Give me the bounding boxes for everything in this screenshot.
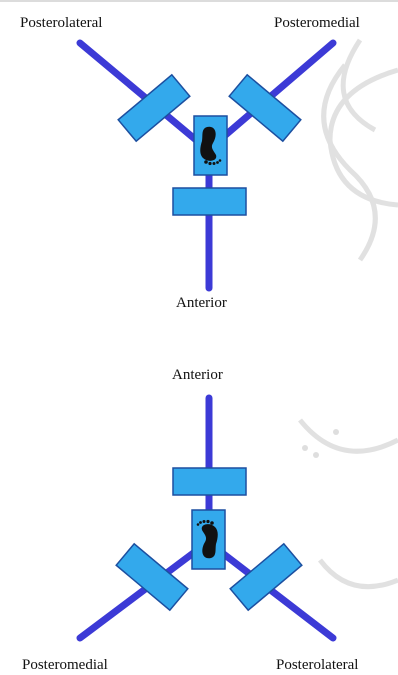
diagram-top: Posterolateral Posteromedial Anterior <box>0 0 398 330</box>
footprint-icon <box>200 126 222 166</box>
cannula-anterior <box>172 467 247 496</box>
footprint-icon <box>196 519 218 559</box>
cannula-posterolateral <box>229 542 303 612</box>
cannula-posteromedial <box>228 73 302 143</box>
cannula-posteromedial <box>115 542 189 612</box>
label-posterolateral: Posterolateral <box>276 657 359 673</box>
portal-diagram-bottom <box>76 394 337 642</box>
label-posterolateral: Posterolateral <box>20 15 103 31</box>
cannula-posterolateral <box>117 73 191 143</box>
cannula-anterior <box>172 187 247 216</box>
line-posteromedial <box>76 538 212 642</box>
label-posteromedial: Posteromedial <box>22 657 108 673</box>
diagram-bottom: Anterior Posteromedial Posterolateral <box>0 340 398 675</box>
portal-diagram-top <box>76 39 337 292</box>
top-divider <box>0 0 398 2</box>
label-anterior: Anterior <box>176 295 227 311</box>
label-anterior: Anterior <box>172 367 223 383</box>
line-posterolateral <box>76 39 212 154</box>
label-posteromedial: Posteromedial <box>274 15 360 31</box>
